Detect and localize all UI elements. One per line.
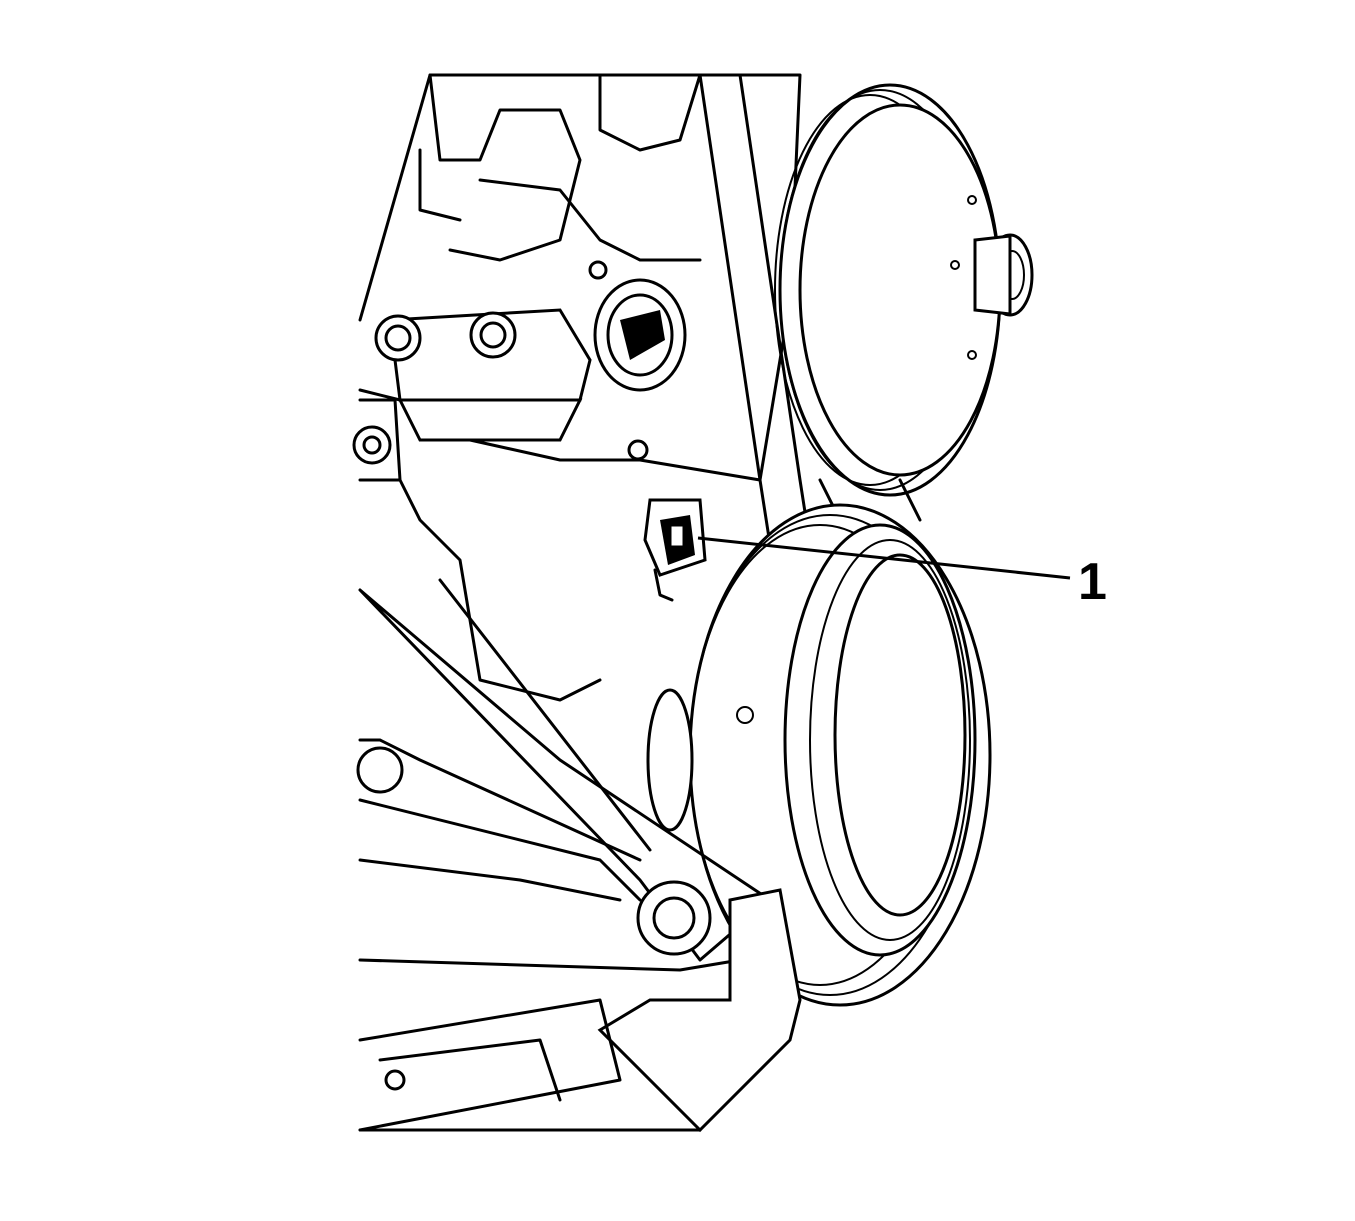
lower-bracket [356,578,802,1133]
sensor-connector [643,498,707,602]
callout-leader-line [697,536,1071,580]
coolant-outlets [374,260,687,461]
crankshaft-pulley [646,503,992,1007]
callout-number-1: 1 [1078,553,1107,611]
upper-pulley [774,83,1034,497]
